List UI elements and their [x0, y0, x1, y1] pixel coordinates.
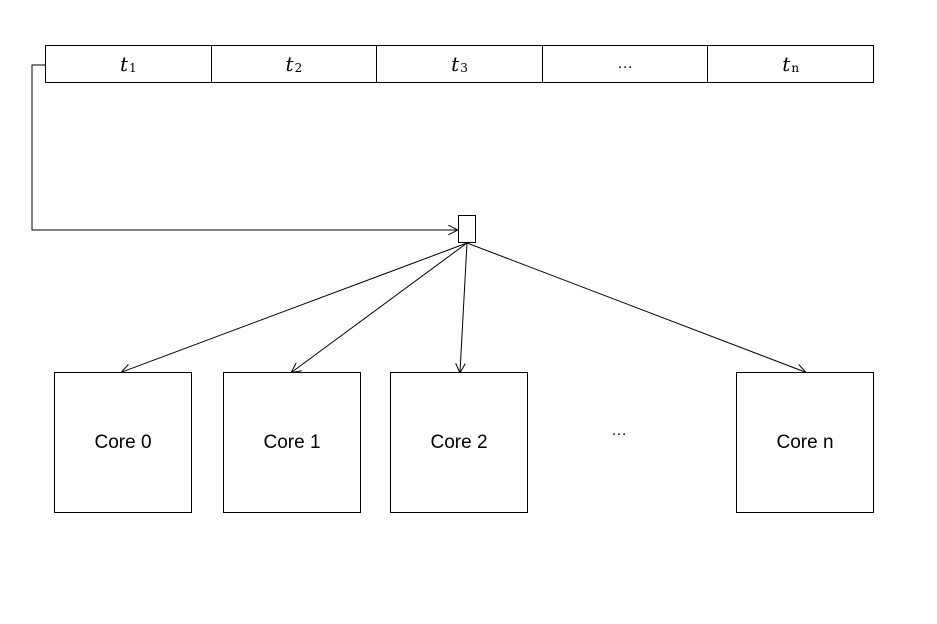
queue-to-dispatcher-arrow	[31, 64, 457, 230]
dispatch-arrow-core-n	[466, 242, 805, 372]
dispatch-arrow-core-1	[292, 242, 468, 372]
core-label: Core 0	[94, 431, 152, 453]
dispatch-arrow-core-2	[460, 242, 468, 372]
queue-cell-var: t	[782, 52, 791, 76]
core-0-box: Core 0	[54, 372, 192, 513]
queue-cell-sub: n	[791, 61, 800, 75]
core-label: Core 2	[430, 431, 488, 453]
queue-cell-sub: 1	[129, 61, 137, 75]
queue-cell-sub: 3	[460, 61, 468, 75]
core-ellipsis: …	[611, 422, 627, 439]
core-label: Core 1	[263, 431, 321, 453]
queue-cell-var: …	[617, 55, 634, 72]
queue-cell-var: t	[119, 52, 128, 76]
queue-cell-var: t	[451, 52, 460, 76]
core-2-box: Core 2	[390, 372, 528, 513]
core-1-box: Core 1	[223, 372, 361, 513]
queue-cell-sub: 2	[294, 61, 303, 75]
dispatch-arrow-core-0	[122, 242, 468, 372]
core-n-box: Core n	[736, 372, 874, 513]
queue-cell-var: t	[285, 52, 294, 76]
core-label: Core n	[776, 431, 834, 453]
dispatcher-box	[458, 215, 476, 243]
queue-cell-ellipsis: …	[543, 46, 709, 82]
